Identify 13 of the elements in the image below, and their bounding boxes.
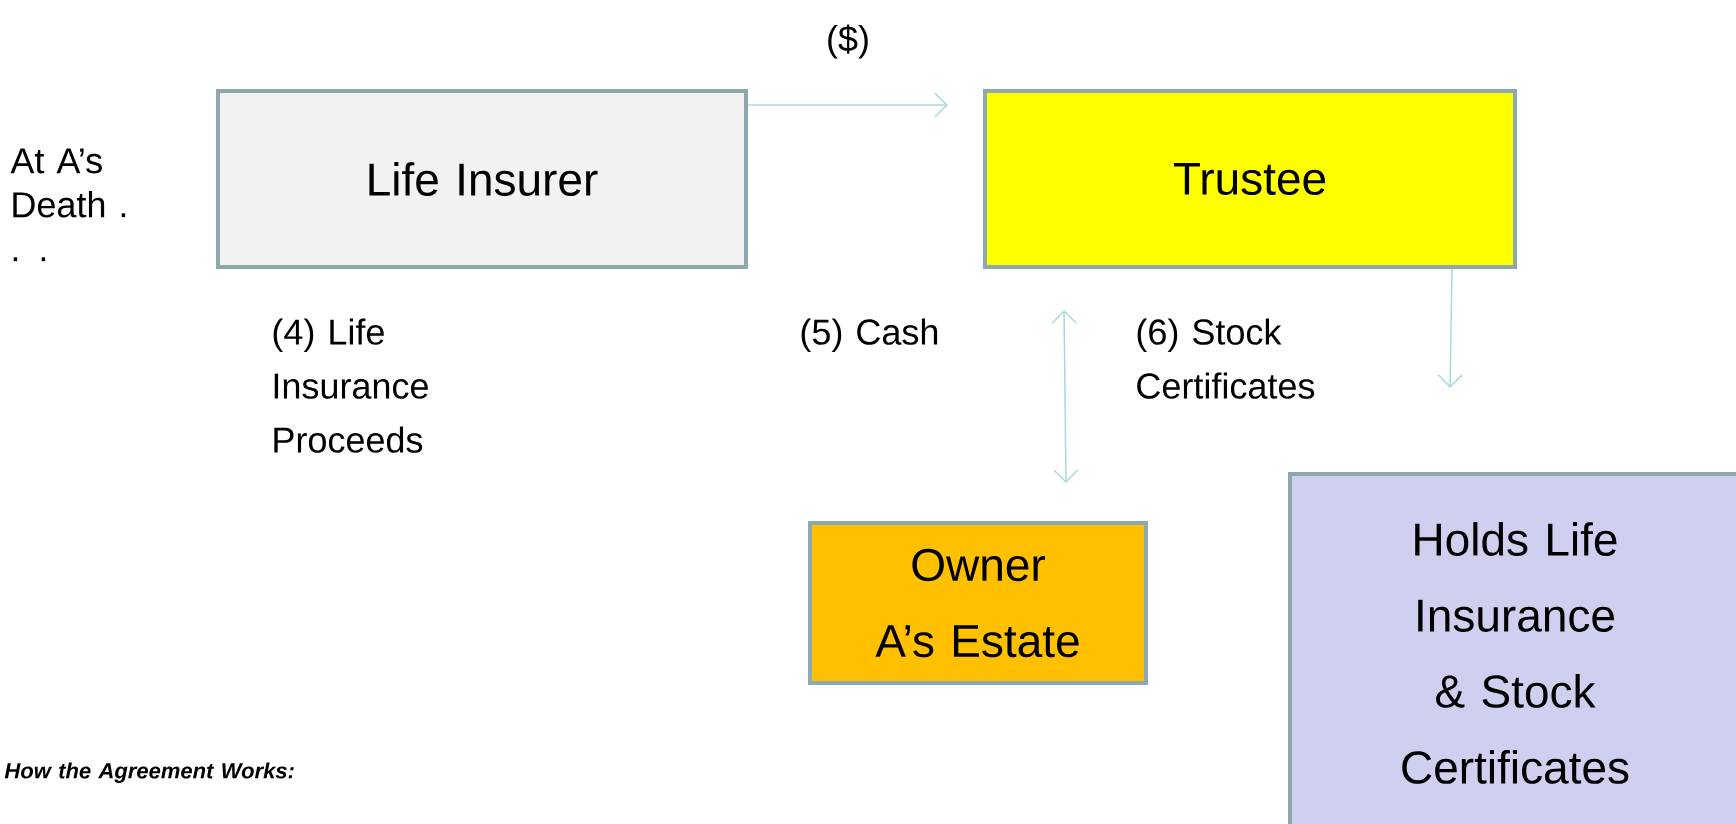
annotation-text: (4) Life Insurance Proceeds [273,318,428,453]
heading: How the Agreement Works: [4,762,294,783]
process-box: Holds Life Insurance & Stock Certificates [1288,472,1736,824]
process-box: Owner A’s Estate [808,521,1148,685]
arrow [1051,310,1079,483]
process-box: Trustee [983,89,1517,269]
arrow [747,92,948,118]
process-box: Life Insurer [216,89,748,269]
annotation-text: (5) Cash [801,318,938,352]
annotation-text: (6) Stock Certificates [1137,318,1315,399]
arrow [1437,268,1463,388]
annotation-text: At A’s Death . . . [10,148,126,262]
edge-label: ($) [824,22,872,61]
